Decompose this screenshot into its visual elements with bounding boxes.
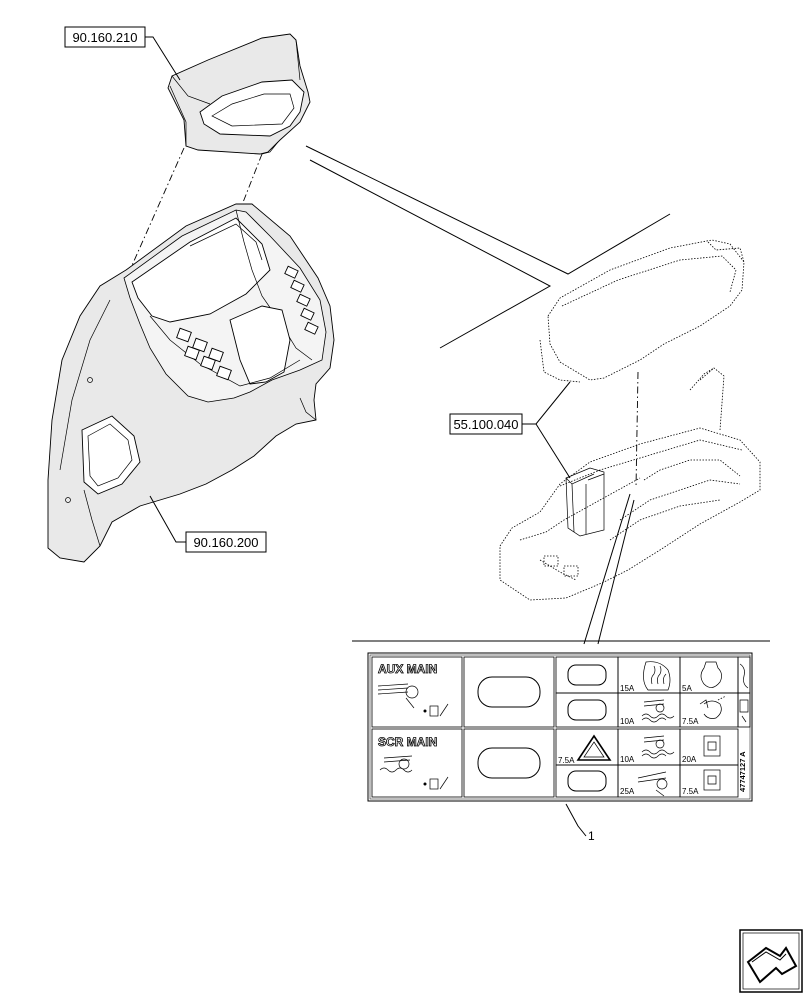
aux-main-title: AUX MAIN <box>378 662 437 676</box>
decal-part-number: 47747127 A <box>738 751 747 792</box>
heated-hydraulic-icon <box>641 699 675 723</box>
ref-box-top-cover[interactable]: 90.160.210 <box>64 26 146 48</box>
fuse-rating-r3c2: 10A <box>620 755 635 764</box>
warning-triangle-icon <box>576 734 612 761</box>
fuse-slot-r2 <box>567 699 607 721</box>
fuse-rating-r4c3: 7.5A <box>682 787 699 796</box>
fuse-rating-r3c3: 20A <box>682 755 697 764</box>
ref-box-console[interactable]: 90.160.200 <box>185 531 267 553</box>
small-fuse-grid: 7.5A 15A 10A <box>555 656 751 798</box>
connector-icon <box>423 703 449 717</box>
item-number-1: 1 <box>588 829 595 843</box>
ref-label-console: 90.160.200 <box>193 535 258 550</box>
corner-arrow-icon <box>699 695 727 719</box>
relay-icon <box>739 663 749 723</box>
hydraulic-icon <box>377 683 419 709</box>
button-cluster-right <box>284 265 319 335</box>
scr-main-cell: SCR MAIN <box>371 728 463 798</box>
heater-icon <box>643 661 671 691</box>
fuse-rating-r4c1: 25A <box>620 787 635 796</box>
arrow-icon <box>637 771 668 797</box>
connector-icon <box>423 776 449 790</box>
fuse-rating-r3c1: 7.5A <box>558 756 575 765</box>
large-fuse-slot-2 <box>477 747 541 779</box>
oval-bulb-icon <box>700 661 722 688</box>
scr-main-title: SCR MAIN <box>378 735 437 749</box>
next-page-icon[interactable] <box>739 929 803 993</box>
fuse-decal: AUX MAIN SCR MAIN <box>367 652 753 802</box>
square-bulb-icon <box>703 769 721 791</box>
fusebox-lid <box>539 239 745 383</box>
top-cover-part <box>167 33 311 155</box>
console-part <box>47 203 335 563</box>
ref-label-fusebox: 55.100.040 <box>453 417 518 432</box>
fuse-rating-r1c2: 15A <box>620 684 635 693</box>
ref-label-top-cover: 90.160.210 <box>72 30 137 45</box>
fuse-rating-r2c2: 10A <box>620 717 635 726</box>
heated-hydraulic-icon <box>641 735 675 759</box>
fuse-rating-r1c3: 5A <box>682 684 692 693</box>
aux-main-cell: AUX MAIN <box>371 656 463 728</box>
fuse-rating-r2c3: 7.5A <box>682 717 699 726</box>
large-fuse-slot-1 <box>477 676 541 708</box>
fuse-slot-r1 <box>567 664 607 686</box>
ref-box-fusebox[interactable]: 55.100.040 <box>449 413 523 435</box>
heated-hydraulic-icon <box>379 755 413 773</box>
square-bulb-icon <box>703 735 721 757</box>
fusebox-base <box>499 367 761 601</box>
button-cluster-left <box>176 327 232 381</box>
fuse-slot-r4 <box>567 770 607 792</box>
